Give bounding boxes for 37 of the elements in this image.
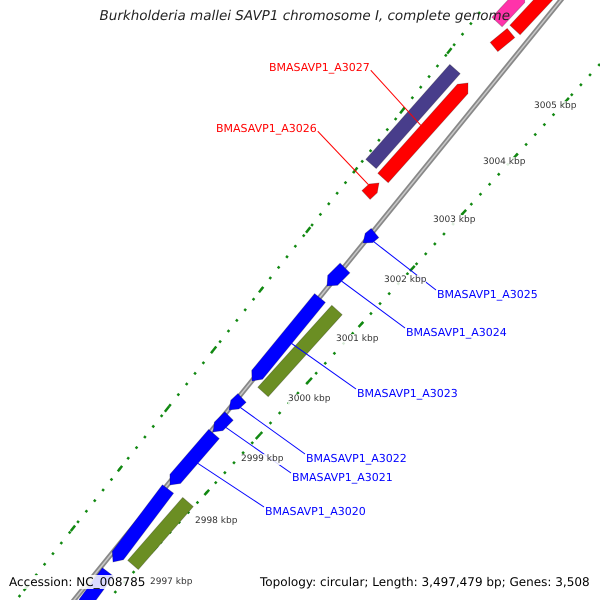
gene-feature (127, 496, 194, 570)
leader-line (341, 280, 406, 328)
tick-label: 2998 kbp (195, 516, 238, 527)
gene-feature (212, 411, 234, 432)
gene-feature (362, 228, 380, 244)
tick-label: 3004 kbp (483, 157, 526, 168)
accession-text: Accession: NC_008785 (9, 575, 146, 590)
gene-label: BMASAVP1_A3027 (269, 61, 370, 74)
tick-label: 2997 kbp (150, 577, 192, 588)
gene-feature (228, 393, 247, 410)
gene-label: BMASAVP1_A3020 (265, 505, 366, 518)
gene-feature (377, 82, 468, 184)
gene-label: BMASAVP1_A3026 (216, 122, 317, 136)
feature-bar (490, 28, 516, 52)
genome-info-text: Topology: circular; Length: 3,497,479 bp; Genes: 3,508 (260, 575, 590, 590)
leader-line (291, 343, 356, 390)
tick-label: 2999 kbp (241, 454, 284, 465)
gene-feature (112, 484, 174, 562)
tick-label: 3001 kbp (336, 334, 378, 345)
gene-label: BMASAVP1_A3024 (406, 326, 507, 340)
tick-label: 3003 kbp (433, 215, 476, 226)
tick-label: 3005 kbp (534, 101, 576, 112)
gene-feature (251, 293, 326, 382)
gene-label: BMASAVP1_A3021 (292, 471, 393, 484)
gene-label: BMASAVP1_A3022 (306, 452, 407, 466)
leader-line (240, 407, 306, 454)
tick-label: 3000 kbp (288, 394, 330, 405)
leader-line (317, 130, 369, 186)
gene-feature (326, 262, 350, 286)
leader-line (370, 70, 422, 126)
gene-feature (361, 182, 380, 200)
gene-label: BMASAVP1_A3025 (437, 288, 538, 302)
gene-label: BMASAVP1_A3023 (357, 387, 458, 400)
tick-label: 3002 kbp (384, 275, 426, 286)
leader-line (373, 241, 436, 290)
leader-line (197, 462, 264, 508)
gene-feature (170, 428, 220, 486)
